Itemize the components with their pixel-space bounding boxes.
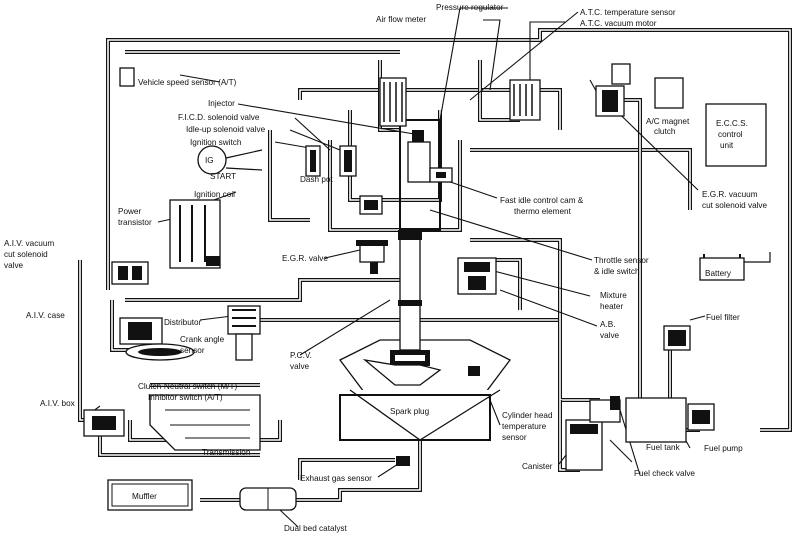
label-pcv-1: P.C.V. (290, 351, 312, 360)
label-injector: Injector (208, 99, 235, 108)
label-crank-1: Crank angle (180, 335, 225, 344)
label-fuel-pump: Fuel pump (704, 444, 743, 453)
label-cyl-temp-1: Cylinder head (502, 411, 553, 420)
label-fast-idle-1: Fast idle control cam & (500, 196, 584, 205)
label-ab-2: valve (600, 331, 620, 340)
label-pcv-2: valve (290, 362, 310, 371)
label-dual-bed-catalyst: Dual bed catalyst (284, 524, 348, 533)
label-ab-1: A.B. (600, 320, 615, 329)
dash-pot-icon (359, 195, 383, 215)
egr-valve-icon (356, 240, 388, 274)
label-start: START (210, 172, 236, 181)
aiv-case-icon (119, 317, 163, 345)
label-egr-cut-1: E.G.R. vacuum (702, 190, 758, 199)
label-ignition-coil: Ignition coil (194, 190, 235, 199)
label-cyl-temp-3: sensor (502, 433, 527, 442)
label-fuel-filter: Fuel filter (706, 313, 740, 322)
label-ficd: F.I.C.D. solenoid valve (178, 113, 260, 122)
label-egr-cut-2: cut solenoid valve (702, 201, 768, 210)
air-flow-meter-icon (379, 77, 541, 127)
label-air-flow-meter: Air flow meter (376, 15, 426, 24)
label-power-1: Power (118, 207, 141, 216)
label-mixture-1: Mixture (600, 291, 627, 300)
label-clutch-neutral: Clutch-Neutral switch (M/T) (138, 382, 237, 391)
vehicle-speed-sensor-icon (119, 67, 135, 87)
label-eccs-2: control (718, 130, 743, 139)
label-fuel-tank: Fuel tank (646, 443, 681, 452)
aiv-solenoid-icon (111, 261, 149, 285)
distributor-icon (227, 305, 261, 361)
ficd-solenoid-icon (305, 145, 357, 177)
atc-vacuum-motor-icon (595, 63, 631, 117)
crank-angle-sensor-icon (125, 343, 195, 361)
label-aiv-cut-1: A.I.V. vacuum (4, 239, 54, 248)
label-fast-idle-2: thermo element (514, 207, 572, 216)
fuel-tank-icon (610, 396, 687, 443)
label-exhaust-gas-sensor: Exhaust gas sensor (300, 474, 372, 483)
label-atc-vacuum-motor: A.T.C. vacuum motor (580, 19, 657, 28)
label-pressure-regulator: Pressure regulator (436, 3, 504, 12)
label-dash-pot: Dash pot (300, 175, 333, 184)
label-fuel-check-valve: Fuel check valve (634, 469, 695, 478)
label-inhibitor: Inhibitor switch (A/T) (148, 393, 223, 402)
battery-icon (699, 252, 771, 281)
label-mixture-2: heater (600, 302, 623, 311)
fuel-pump-icon (687, 403, 715, 431)
label-atc-temperature-sensor: A.T.C. temperature sensor (580, 8, 676, 17)
ignition-coil-icon (169, 199, 221, 269)
component-labels: Pressure regulator A.T.C. temperature se… (4, 3, 768, 533)
aiv-box-icon (83, 409, 125, 437)
label-aiv-cut-2: cut solenoid (4, 250, 48, 259)
label-eccs-1: E.C.C.S. (716, 119, 748, 128)
transmission-icon (149, 394, 261, 451)
label-canister: Canister (522, 462, 553, 471)
throttle-chamber-icon (398, 119, 441, 351)
exhaust-gas-sensor-icon (396, 456, 410, 466)
ignition-switch-icon (197, 145, 263, 175)
eccs-control-unit-icon (705, 103, 767, 167)
label-eccs-3: unit (720, 141, 734, 150)
label-aiv-cut-3: valve (4, 261, 24, 270)
muffler-icon (107, 479, 193, 511)
label-transmission: Transmission (202, 448, 251, 457)
label-cyl-temp-2: temperature (502, 422, 547, 431)
label-ignition-switch: Ignition switch (190, 138, 242, 147)
label-muffler: Muffler (132, 492, 157, 501)
ac-magnet-clutch-icon (654, 77, 684, 109)
label-throttle-1: Throttle sensor (594, 256, 649, 265)
dual-bed-catalyst-icon (239, 487, 297, 511)
engine-block-icon (339, 339, 511, 441)
label-crank-2: sensor (180, 346, 205, 355)
label-ac-magnet-1: A/C magnet (646, 117, 690, 126)
label-spark-plug: Spark plug (390, 407, 430, 416)
label-ac-magnet-2: clutch (654, 127, 676, 136)
label-battery: Battery (705, 269, 732, 278)
injector-icon (407, 130, 453, 183)
label-vehicle-speed-sensor: Vehicle speed sensor (A/T) (138, 78, 237, 87)
label-aiv-case: A.I.V. case (26, 311, 65, 320)
label-egr-valve: E.G.R. valve (282, 254, 328, 263)
label-throttle-2: & idle switch (594, 267, 640, 276)
cylinder-head-temp-sensor-icon (468, 366, 480, 376)
fuel-filter-icon (663, 325, 691, 351)
label-power-2: transistor (118, 218, 152, 227)
label-aiv-box: A.I.V. box (40, 399, 75, 408)
canister-icon (565, 399, 621, 471)
mixture-heater-icon (457, 257, 497, 295)
label-idle-up: Idle-up solenoid valve (186, 125, 266, 134)
label-ig: IG (205, 156, 214, 165)
label-distributor: Distributor (164, 318, 202, 327)
